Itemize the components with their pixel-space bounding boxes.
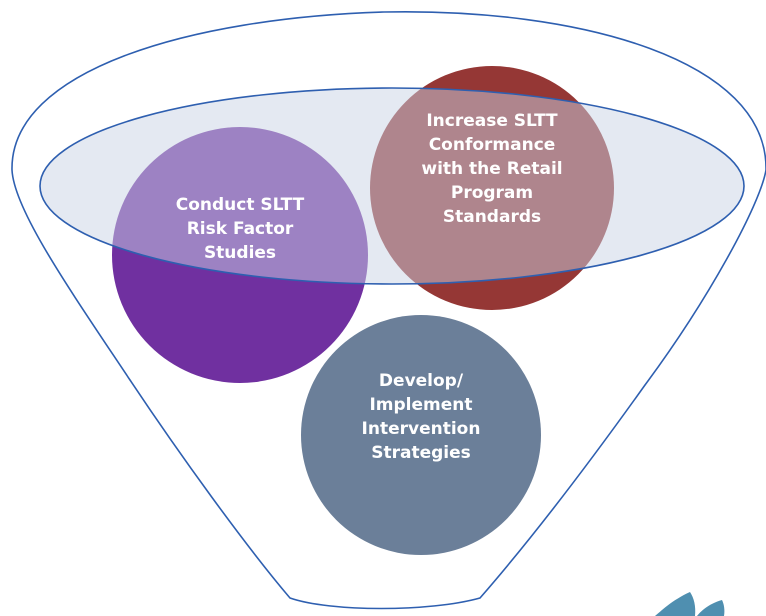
circle-label-line: Conduct SLTT <box>176 195 305 215</box>
circle-label-line: Implement <box>369 395 472 415</box>
circle-label-line: Develop/ <box>379 371 464 391</box>
circle-label-line: Conformance <box>429 135 556 155</box>
circle-label-line: Risk Factor <box>187 219 294 239</box>
circle-label-line: Increase SLTT <box>426 111 558 131</box>
circle-label-line: Standards <box>443 207 541 227</box>
funnel-rim <box>39 87 745 285</box>
circle-label-line: with the Retail <box>421 159 562 179</box>
circle-intervention <box>301 315 541 555</box>
circle-label-line: Strategies <box>371 443 471 463</box>
circle-label-line: Program <box>451 183 533 203</box>
circle-label-line: Intervention <box>362 419 481 439</box>
circle-label-line: Studies <box>204 243 276 263</box>
leaf-logo-icon <box>655 592 725 616</box>
